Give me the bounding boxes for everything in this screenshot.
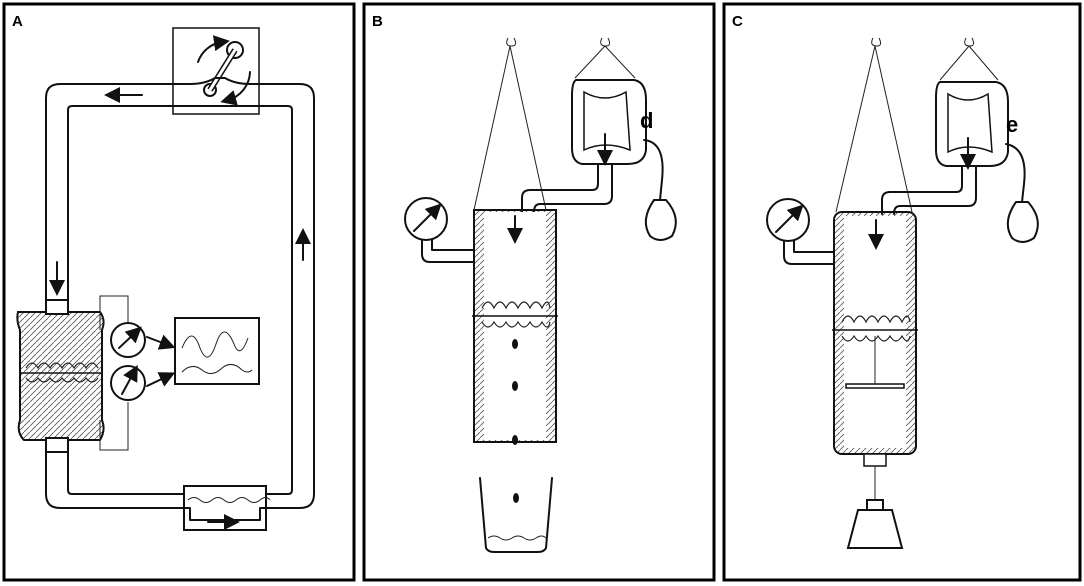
meter-icon <box>110 322 146 358</box>
bag-callout-label: d <box>640 108 653 133</box>
panel-c: C e <box>722 2 1082 582</box>
panel-c-label: C <box>732 13 743 30</box>
circuit-outer-tube <box>45 77 315 521</box>
meter-icon <box>110 364 146 401</box>
reservoir <box>183 485 271 531</box>
oscilloscope-screen <box>174 317 260 385</box>
pump-box <box>172 27 260 115</box>
fluid-bag <box>571 79 647 166</box>
tissue-column <box>472 209 558 445</box>
panel-c-frame <box>722 2 1082 582</box>
panel-a-frame <box>2 2 356 582</box>
fluid-bag <box>935 81 1009 170</box>
tissue-column <box>832 211 918 467</box>
squeeze-bulb-icon <box>644 199 677 241</box>
panel-a-label: A <box>12 13 23 30</box>
panel-a: A <box>2 2 356 582</box>
squeeze-bulb-icon <box>1006 201 1039 243</box>
collection-beaker <box>479 477 553 553</box>
ussing-chamber <box>16 299 105 453</box>
panel-b-label: B <box>372 13 383 30</box>
panel-b-frame <box>362 2 716 582</box>
weight-icon <box>846 499 904 549</box>
roller-pump-icon <box>197 35 251 106</box>
panel-b: B d <box>362 2 716 582</box>
circuit-inner-tube <box>67 105 293 495</box>
bag-callout-label: e <box>1006 112 1018 137</box>
